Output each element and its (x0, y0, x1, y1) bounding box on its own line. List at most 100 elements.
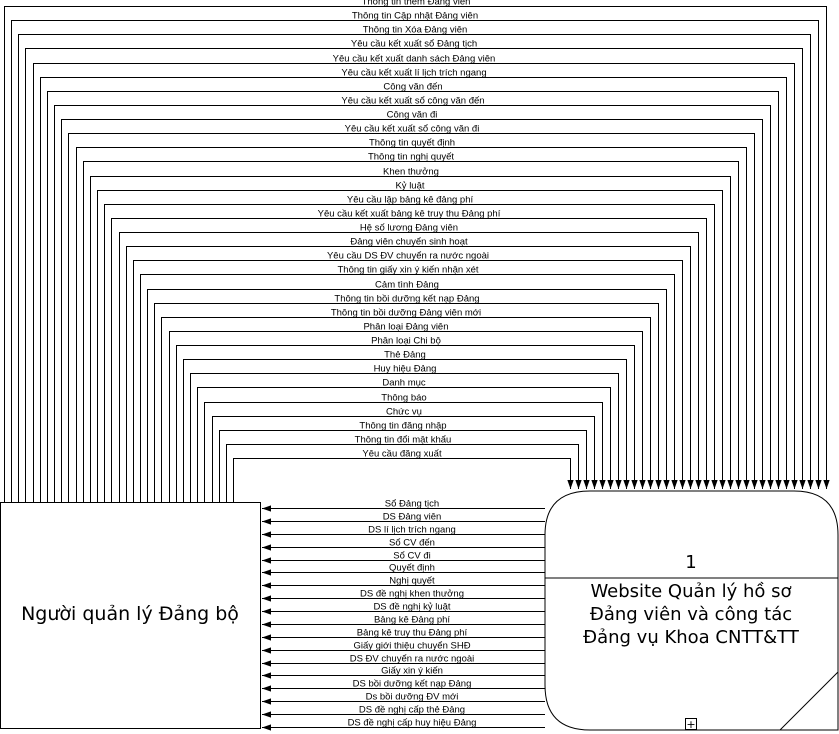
output-flow: DS đề nghị kỷ luật (262, 602, 545, 615)
input-flow-line[interactable] (111, 218, 710, 503)
output-flow: DS ĐV chuyển ra nước ngoài (262, 654, 545, 667)
input-flow: Yêu cầu kết xuất sổ Đảng tịch (25, 39, 806, 503)
input-flow-label: Thông tin đăng nhập (359, 421, 446, 432)
input-flow-label: Thông tin giấy xin ý kiến nhận xét (337, 265, 478, 276)
input-flow-label: Đảng viên chuyển sinh hoạt (350, 237, 468, 248)
output-flow: Sổ CV đi (262, 551, 545, 564)
input-flow-line[interactable] (68, 133, 758, 503)
input-flow-label: Thông tin đổi mật khẩu (355, 435, 452, 446)
input-flow-line[interactable] (169, 331, 646, 503)
input-flow-line[interactable] (204, 402, 606, 503)
input-flow-line[interactable] (233, 458, 574, 503)
input-flow: Công văn đến (47, 82, 782, 503)
input-flow-line[interactable] (40, 77, 790, 503)
input-flow-label: Kỷ luật (395, 181, 424, 192)
input-flow-label: Thông tin thêm Đảng viên (362, 0, 471, 8)
input-flow: Thông tin nghị quyết (83, 152, 742, 503)
input-flow: Thông tin quyết định (76, 138, 750, 503)
input-flow: Khen thưởng (90, 167, 734, 503)
output-flow: Quyết định (262, 563, 545, 576)
output-flow-label: DS đề nghị kỷ luật (373, 602, 450, 613)
input-flow-line[interactable] (104, 204, 718, 503)
input-flow: Thông báo (204, 393, 606, 503)
input-flow-line[interactable] (61, 119, 766, 503)
input-flow: Yêu cầu lập bảng kê đảng phí (104, 195, 718, 503)
input-flow-label: Yêu cầu kết xuất sổ Đảng tịch (351, 39, 477, 50)
input-flow-line[interactable] (183, 359, 630, 503)
input-flow-line[interactable] (126, 246, 694, 503)
input-flow-line[interactable] (18, 34, 814, 503)
entity-box[interactable] (0, 502, 261, 729)
input-flow-line[interactable] (219, 430, 590, 503)
input-flow-line[interactable] (197, 387, 614, 503)
input-flow: Công văn đi (61, 110, 766, 503)
input-flow-label: Huy hiệu Đảng (374, 364, 437, 375)
input-flow-line[interactable] (83, 161, 742, 503)
input-flow-line[interactable] (4, 6, 830, 503)
output-flow: Bảng kê Đảng phí (262, 615, 545, 628)
output-flow-label: Bảng kê truy thu Đảng phí (357, 628, 468, 639)
input-flow-label: Thông tin bồi dưỡng Đảng viên mới (331, 308, 481, 319)
input-flow-label: Phân loại Đảng viên (363, 322, 448, 333)
output-flow: Bảng kê truy thu Đảng phí (262, 628, 545, 641)
input-flow-label: Thông tin bồi dưỡng kết nạp Đảng (334, 294, 479, 305)
input-flow-label: Cảm tình Đảng (375, 280, 439, 291)
input-flow: Yêu cầu DS ĐV chuyển ra nước ngoài (133, 251, 686, 503)
input-flow-line[interactable] (33, 63, 798, 503)
output-flow-label: Bảng kê Đảng phí (374, 615, 450, 626)
input-flow-line[interactable] (25, 48, 806, 503)
input-flow-line[interactable] (176, 345, 638, 503)
input-flow-label: Yêu cầu kết xuất danh sách Đảng viên (333, 54, 496, 65)
input-flow: Huy hiệu Đảng (190, 364, 622, 503)
input-flow-label: Yêu cầu kết xuất bảng kê truy thu Đảng p… (318, 209, 501, 220)
input-flow-label: Thông tin nghị quyết (368, 152, 454, 163)
input-flow: Thông tin thêm Đảng viên (4, 0, 830, 503)
output-flow-label: Giấy giới thiệu chuyển SHĐ (353, 641, 470, 652)
input-flow: Thông tin bồi dưỡng kết nạp Đảng (154, 294, 662, 503)
output-flow-label: DS bồi dưỡng kết nạp Đảng (353, 679, 472, 690)
input-flow-line[interactable] (11, 20, 822, 503)
input-flow: Thông tin đăng nhập (219, 421, 590, 503)
input-flow-line[interactable] (212, 416, 598, 503)
input-flow-line[interactable] (147, 289, 670, 503)
output-flow: DS Đảng viên (262, 512, 545, 525)
process-box[interactable] (544, 490, 839, 731)
input-flow-label: Thông báo (381, 393, 426, 404)
input-flow-line[interactable] (47, 91, 782, 503)
input-flow-label: Khen thưởng (383, 167, 439, 178)
input-flow-line[interactable] (226, 444, 582, 503)
input-flow-line[interactable] (90, 176, 734, 503)
input-flow-label: Phân loại Chi bộ (371, 336, 441, 347)
input-flow-line[interactable] (97, 190, 726, 503)
output-flow-label: Sổ Đảng tịch (385, 499, 439, 510)
expand-icon[interactable]: + (686, 718, 695, 731)
input-flow-label: Công văn đến (383, 82, 442, 93)
process-title-line-3: Đảng vụ Khoa CNTT&TT (583, 627, 800, 648)
input-flow-line[interactable] (76, 147, 750, 503)
expand-box[interactable] (685, 718, 697, 730)
input-flow-line[interactable] (161, 317, 654, 503)
output-flow-label: DS đề nghị cấp thẻ Đảng (359, 705, 465, 716)
input-flow-label: Yêu cầu kết xuất sổ công văn đi (345, 124, 480, 135)
input-flow-line[interactable] (54, 105, 774, 503)
process-number: 1 (685, 552, 696, 573)
input-flow: Yêu cầu kết xuất bảng kê truy thu Đảng p… (111, 209, 710, 503)
output-flow-label: DS Đảng viên (383, 512, 442, 523)
input-flow-line[interactable] (133, 260, 686, 503)
output-flow: Nghị quyết (262, 576, 545, 589)
input-flow-label: Chức vụ (386, 407, 422, 418)
input-flow-line[interactable] (119, 232, 702, 503)
input-flow-label: Yêu cầu đăng xuất (362, 449, 442, 460)
input-flow-line[interactable] (154, 303, 662, 503)
output-flow-label: DS đề nghị khen thưởng (360, 589, 464, 600)
output-flow: Sổ Đảng tịch (262, 499, 545, 512)
output-flow: Giấy giới thiệu chuyển SHĐ (262, 641, 545, 654)
input-flow-line[interactable] (190, 373, 622, 503)
input-flow-label: Thông tin Xóa Đảng viên (363, 25, 468, 36)
process-corner-fold (779, 671, 839, 731)
output-flow-label: DS đề nghị cấp huy hiệu Đảng (348, 718, 477, 729)
input-flow: Phân loại Đảng viên (169, 322, 646, 503)
input-flow: Thông tin giấy xin ý kiến nhận xét (140, 265, 678, 503)
input-flow-line[interactable] (140, 274, 678, 503)
